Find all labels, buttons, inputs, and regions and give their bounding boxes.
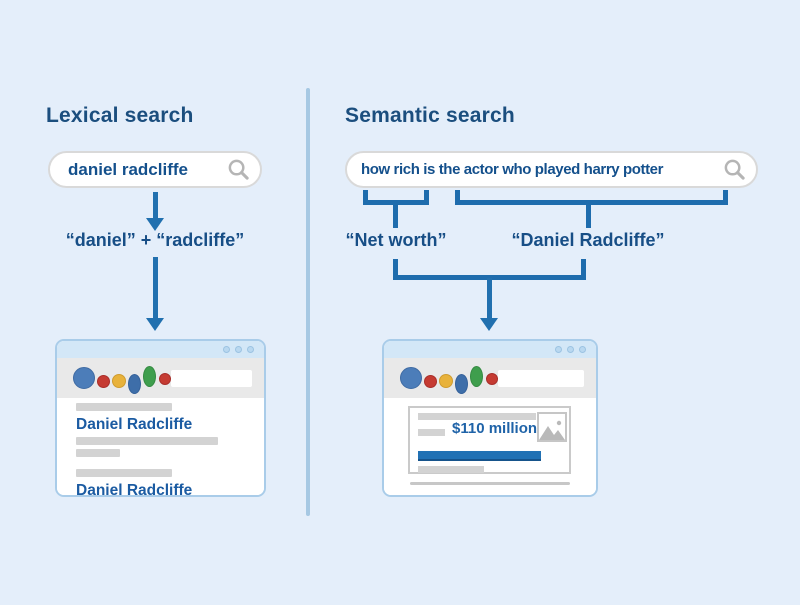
image-placeholder-icon <box>537 412 567 442</box>
lexical-search-query: daniel radcliffe <box>68 159 188 179</box>
browser-toolbar <box>384 358 596 398</box>
text-placeholder-bar <box>418 466 484 473</box>
arrow-down <box>487 278 492 319</box>
serp-results: Daniel Radcliffe Daniel Radcliffe <box>57 398 264 497</box>
browser-titlebar <box>57 341 264 358</box>
search-engine-logo-icon <box>73 365 171 394</box>
browser-search-field[interactable] <box>498 369 584 387</box>
window-dot <box>223 346 230 353</box>
serp-results: $110 million <box>384 398 596 495</box>
arrow-down-head <box>480 318 498 331</box>
highlighted-result-bar[interactable] <box>418 451 541 461</box>
text-placeholder-bar <box>76 403 172 411</box>
divider-line <box>410 482 570 485</box>
browser-window-lexical: Daniel Radcliffe Daniel Radcliffe <box>55 339 266 497</box>
lexical-terms-label: “daniel” + “radcliffe” <box>65 230 245 250</box>
answer-value: $110 million <box>452 420 538 437</box>
panel-divider <box>306 88 310 516</box>
browser-titlebar <box>384 341 596 358</box>
text-placeholder-bar <box>418 429 445 436</box>
semantic-search-box[interactable]: how rich is the actor who played harry p… <box>345 151 758 188</box>
arrow-down <box>153 257 158 319</box>
text-placeholder-bar <box>76 449 120 457</box>
semantic-search-title: Semantic search <box>345 104 515 127</box>
lexical-search-title: Lexical search <box>46 104 194 127</box>
browser-toolbar <box>57 358 264 398</box>
browser-search-field[interactable] <box>171 369 252 387</box>
entity-label-daniel-radcliffe: “Daniel Radcliffe” <box>511 230 665 250</box>
lexical-search-box[interactable]: daniel radcliffe <box>48 151 262 188</box>
merge-bracket <box>393 259 586 280</box>
answer-card: $110 million <box>408 406 571 474</box>
entity-label-net-worth: “Net worth” <box>345 230 447 250</box>
arrow-down-head <box>146 218 164 231</box>
result-link[interactable]: Daniel Radcliffe <box>76 482 193 497</box>
text-placeholder-bar <box>76 469 172 477</box>
semantic-search-query: how rich is the actor who played harry p… <box>361 161 664 178</box>
search-engine-logo-icon <box>400 365 498 394</box>
window-dot <box>247 346 254 353</box>
phrase-bracket-daniel-radcliffe <box>455 190 728 205</box>
arrow-down-head <box>146 318 164 331</box>
text-placeholder-bar <box>418 413 536 420</box>
search-icon[interactable] <box>723 158 746 181</box>
browser-window-semantic: $110 million <box>382 339 598 497</box>
window-dot <box>579 346 586 353</box>
phrase-bracket-net-worth <box>363 190 429 205</box>
bracket-stem <box>586 204 591 228</box>
result-link[interactable]: Daniel Radcliffe <box>76 416 193 433</box>
window-dot <box>567 346 574 353</box>
search-icon[interactable] <box>227 158 250 181</box>
bracket-stem <box>393 204 398 228</box>
arrow-down <box>153 192 158 219</box>
window-dot <box>235 346 242 353</box>
window-dot <box>555 346 562 353</box>
text-placeholder-bar <box>76 437 218 445</box>
